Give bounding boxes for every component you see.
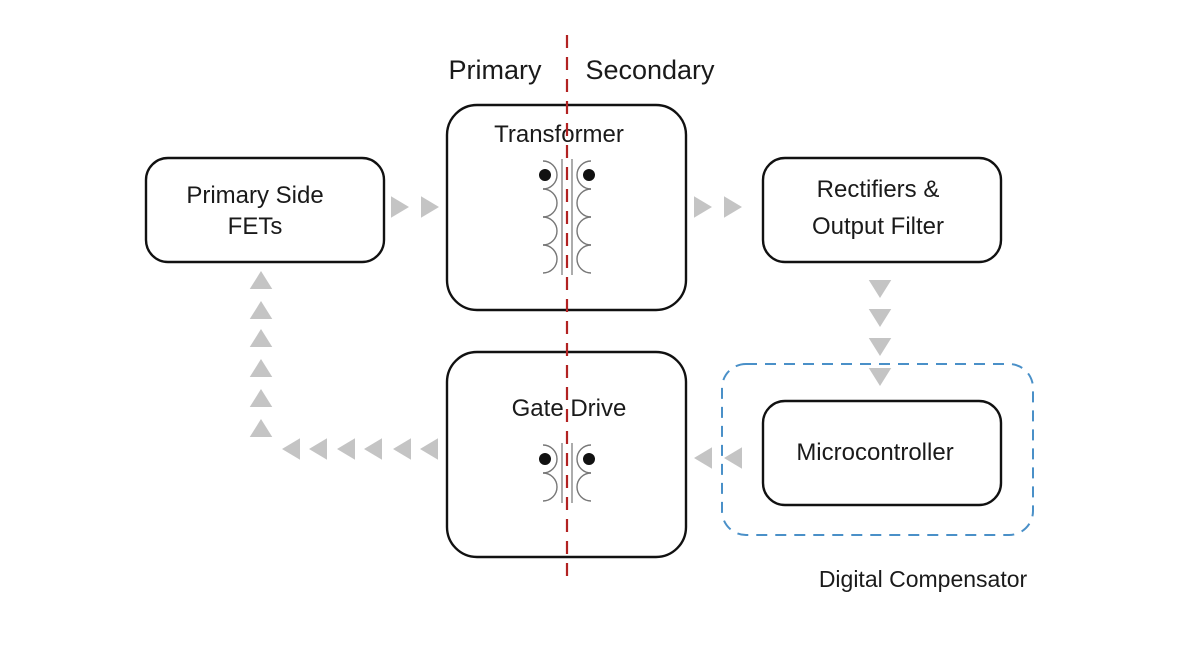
arrow-right-icon — [391, 196, 409, 218]
arrow-left-icon — [393, 438, 411, 460]
signal-flow-arrows — [249, 196, 892, 469]
secondary-winding-turn — [576, 160, 592, 190]
transformer-label: Transformer — [494, 121, 624, 148]
primary-side-label: Primary — [449, 55, 542, 85]
secondary-winding-turn — [576, 444, 592, 474]
arrow-down-icon — [868, 309, 892, 327]
arrow-left-icon — [724, 447, 742, 469]
arrow-left-icon — [282, 438, 300, 460]
microcontroller-block[interactable]: Microcontroller — [761, 399, 1003, 507]
arrow-up-icon — [249, 419, 273, 437]
arrow-right-icon — [421, 196, 439, 218]
primary-winding-turn — [542, 244, 558, 274]
primary-side-fets-block[interactable]: Primary Side FETs — [144, 156, 386, 264]
microcontroller-label: Microcontroller — [796, 439, 953, 466]
gate-drive-label: Gate Drive — [512, 395, 627, 422]
rectifiers-label-line2: Output Filter — [812, 213, 944, 240]
secondary-side-label: Secondary — [585, 55, 715, 85]
arrow-left-icon — [309, 438, 327, 460]
primary-side-fets-box — [144, 156, 386, 264]
primary-winding-turn — [542, 472, 558, 502]
arrow-right-icon — [724, 196, 742, 218]
primary-winding-turn — [542, 188, 558, 218]
arrow-up-icon — [249, 271, 273, 289]
primary-winding-turn — [542, 216, 558, 246]
secondary-winding-turn — [576, 216, 592, 246]
arrow-up-icon — [249, 329, 273, 347]
digital-compensator-label: Digital Compensator — [819, 566, 1028, 592]
gate-drive-transformer-symbol-icon — [539, 443, 595, 503]
arrow-left-icon — [694, 447, 712, 469]
arrow-down-icon — [868, 280, 892, 298]
polarity-dot-icon — [583, 453, 595, 465]
secondary-winding-turn — [576, 472, 592, 502]
rectifiers-output-filter-box — [761, 156, 1003, 264]
rectifiers-output-filter-block[interactable]: Rectifiers & Output Filter — [761, 156, 1003, 264]
transformer-block[interactable]: Transformer — [445, 103, 688, 312]
primary-winding-turn — [542, 160, 558, 190]
arrow-down-icon — [868, 368, 892, 386]
arrow-up-icon — [249, 301, 273, 319]
arrow-left-icon — [364, 438, 382, 460]
arrow-up-icon — [249, 359, 273, 377]
primary-side-fets-label-line2: FETs — [228, 213, 283, 240]
digital-compensator-group — [721, 363, 1034, 536]
arrow-left-icon — [420, 438, 438, 460]
arrow-up-icon — [249, 389, 273, 407]
secondary-winding-turn — [576, 188, 592, 218]
polarity-dot-icon — [539, 453, 551, 465]
polarity-dot-icon — [583, 169, 595, 181]
microcontroller-box — [761, 399, 1003, 507]
primary-winding-turn — [542, 444, 558, 474]
polarity-dot-icon — [539, 169, 551, 181]
arrow-left-icon — [337, 438, 355, 460]
transformer-symbol-icon — [539, 159, 595, 275]
arrow-right-icon — [694, 196, 712, 218]
primary-side-fets-label-line1: Primary Side — [186, 182, 323, 209]
arrow-down-icon — [868, 338, 892, 356]
rectifiers-label-line1: Rectifiers & — [817, 176, 940, 203]
secondary-winding-turn — [576, 244, 592, 274]
